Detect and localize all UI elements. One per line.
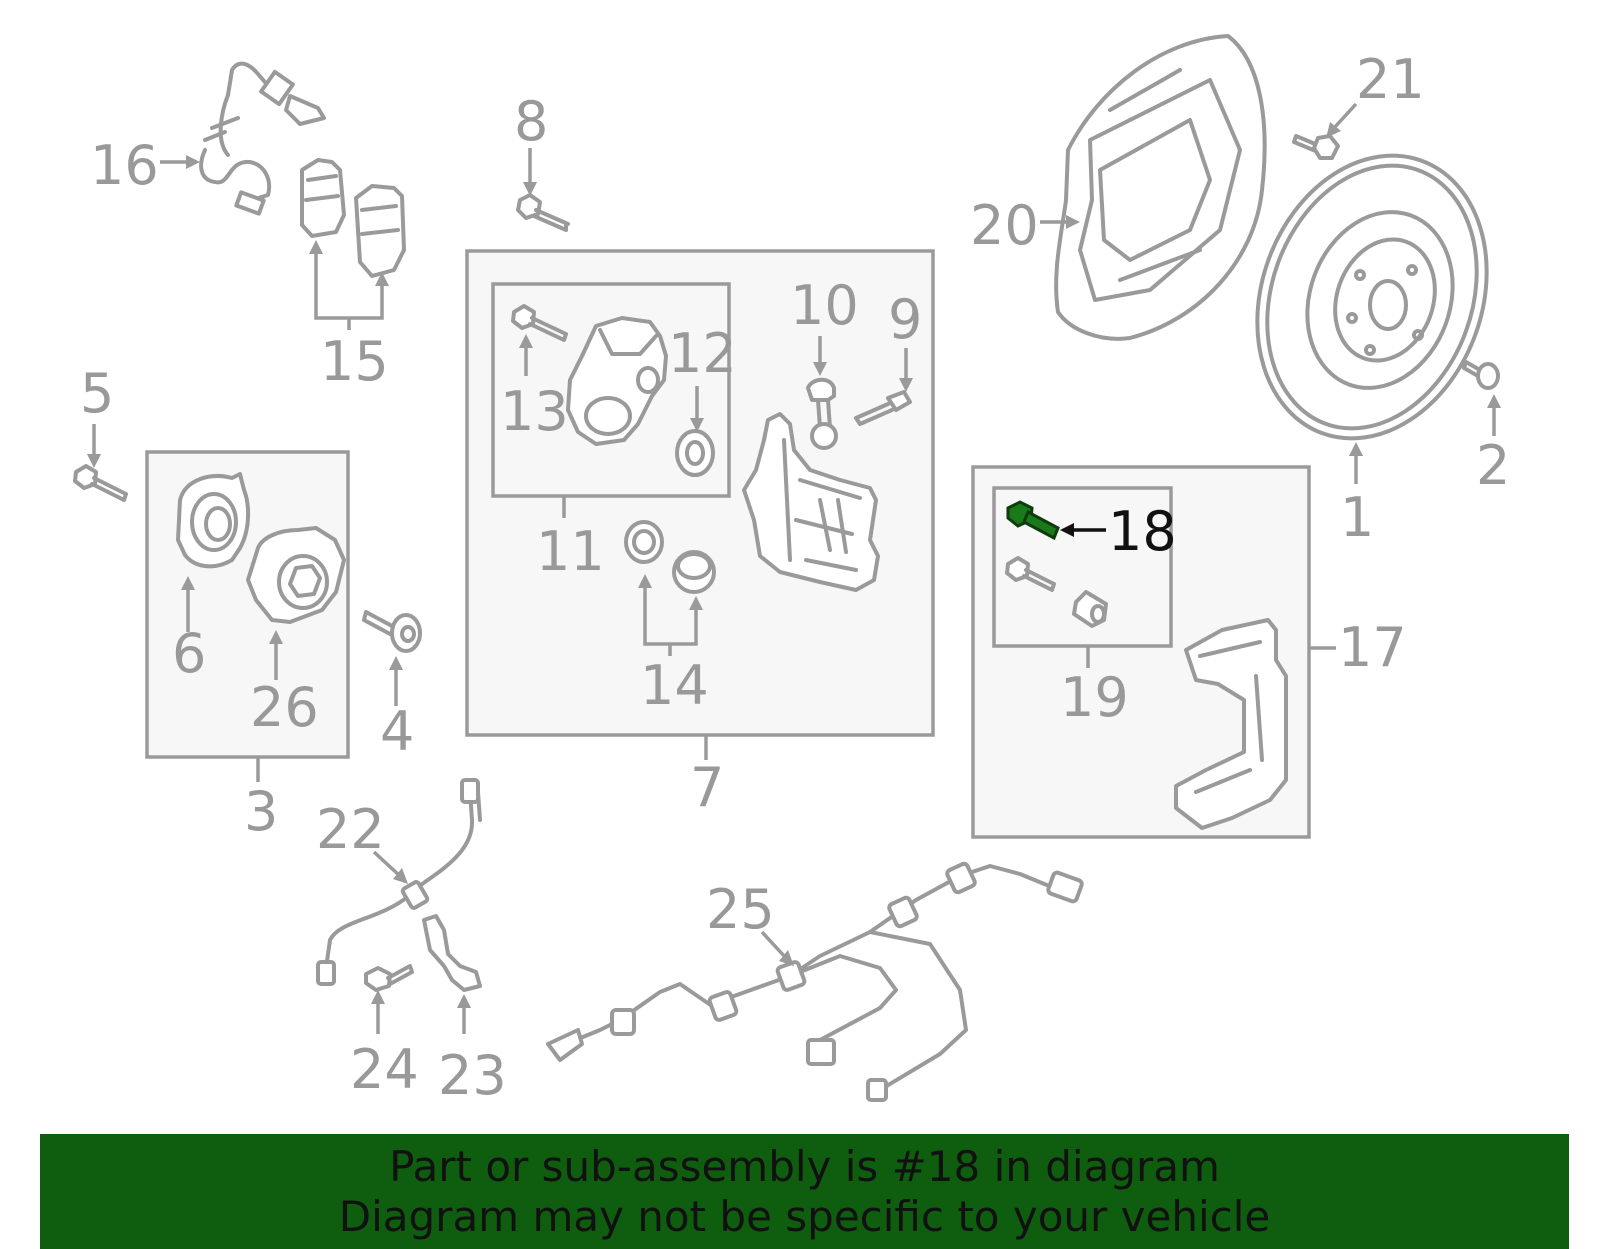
callout-4: 4 xyxy=(380,700,414,763)
callout-14: 14 xyxy=(640,654,709,717)
caliper-housing-part-12 xyxy=(566,316,668,446)
bolt-kit-19-bolt xyxy=(1005,556,1056,592)
callout-numbers: 16 15 8 5 6 26 4 3 13 12 10 9 11 14 7 20… xyxy=(80,48,1510,1107)
bracket-part-23 xyxy=(422,914,482,992)
callout-8: 8 xyxy=(514,90,548,153)
banner-line-1: Part or sub-assembly is #18 in diagram xyxy=(389,1142,1220,1191)
guide-bolt-part-18-highlighted xyxy=(1006,500,1060,541)
callout-21: 21 xyxy=(1356,48,1425,111)
brake-hose-part-22 xyxy=(316,778,482,986)
bolt-part-21 xyxy=(1292,134,1340,160)
bolt-part-13 xyxy=(511,304,568,342)
caliper-bracket-part-17 xyxy=(1174,618,1288,830)
bolt-part-4 xyxy=(362,610,422,653)
callout-3: 3 xyxy=(244,780,278,843)
callout-24: 24 xyxy=(350,1038,419,1101)
part-info-banner: Part or sub-assembly is #18 in diagram D… xyxy=(40,1134,1569,1249)
callout-11: 11 xyxy=(536,520,605,583)
callout-17: 17 xyxy=(1338,616,1407,679)
piston-seals-part-14 xyxy=(624,520,716,594)
leader-lines xyxy=(87,102,1501,1034)
sleeve-kit-19 xyxy=(1072,590,1108,628)
callout-20: 20 xyxy=(970,194,1039,257)
callout-12: 12 xyxy=(668,322,737,385)
washer-part-12 xyxy=(675,429,715,477)
callout-5: 5 xyxy=(80,362,114,425)
callout-23: 23 xyxy=(438,1044,507,1107)
bolt-part-5 xyxy=(73,464,128,502)
callout-9: 9 xyxy=(888,288,922,351)
wiring-harness-part-25 xyxy=(546,861,1084,1102)
dust-shield-part-20 xyxy=(1054,34,1267,341)
callout-26: 26 xyxy=(250,676,319,739)
callout-25: 25 xyxy=(706,878,775,941)
callout-13: 13 xyxy=(500,380,569,443)
abs-sensor-wire-part-16 xyxy=(199,61,326,216)
guide-pin-part-10 xyxy=(806,377,838,450)
brake-pads-part-15 xyxy=(300,158,406,278)
callout-19: 19 xyxy=(1060,666,1129,729)
callout-10: 10 xyxy=(790,274,859,337)
banner-line-2: Diagram may not be specific to your vehi… xyxy=(338,1192,1271,1241)
callout-1: 1 xyxy=(1340,486,1374,549)
callout-7: 7 xyxy=(690,756,724,819)
bleeder-screw-part-9 xyxy=(854,390,912,426)
callout-6: 6 xyxy=(172,622,206,685)
brake-disc-part-1 xyxy=(1255,153,1489,441)
callout-16: 16 xyxy=(90,134,159,197)
callout-2: 2 xyxy=(1476,434,1510,497)
callout-22: 22 xyxy=(316,798,385,861)
wheel-hub-part-26 xyxy=(246,526,346,624)
bolt-part-24 xyxy=(364,964,414,992)
bolt-part-8 xyxy=(516,193,570,232)
caliper-part-7 xyxy=(742,412,880,592)
bearing-flange-part-6 xyxy=(176,472,251,569)
screw-part-2 xyxy=(1462,360,1500,390)
callout-18: 18 xyxy=(1108,500,1177,563)
callout-15: 15 xyxy=(320,330,389,393)
